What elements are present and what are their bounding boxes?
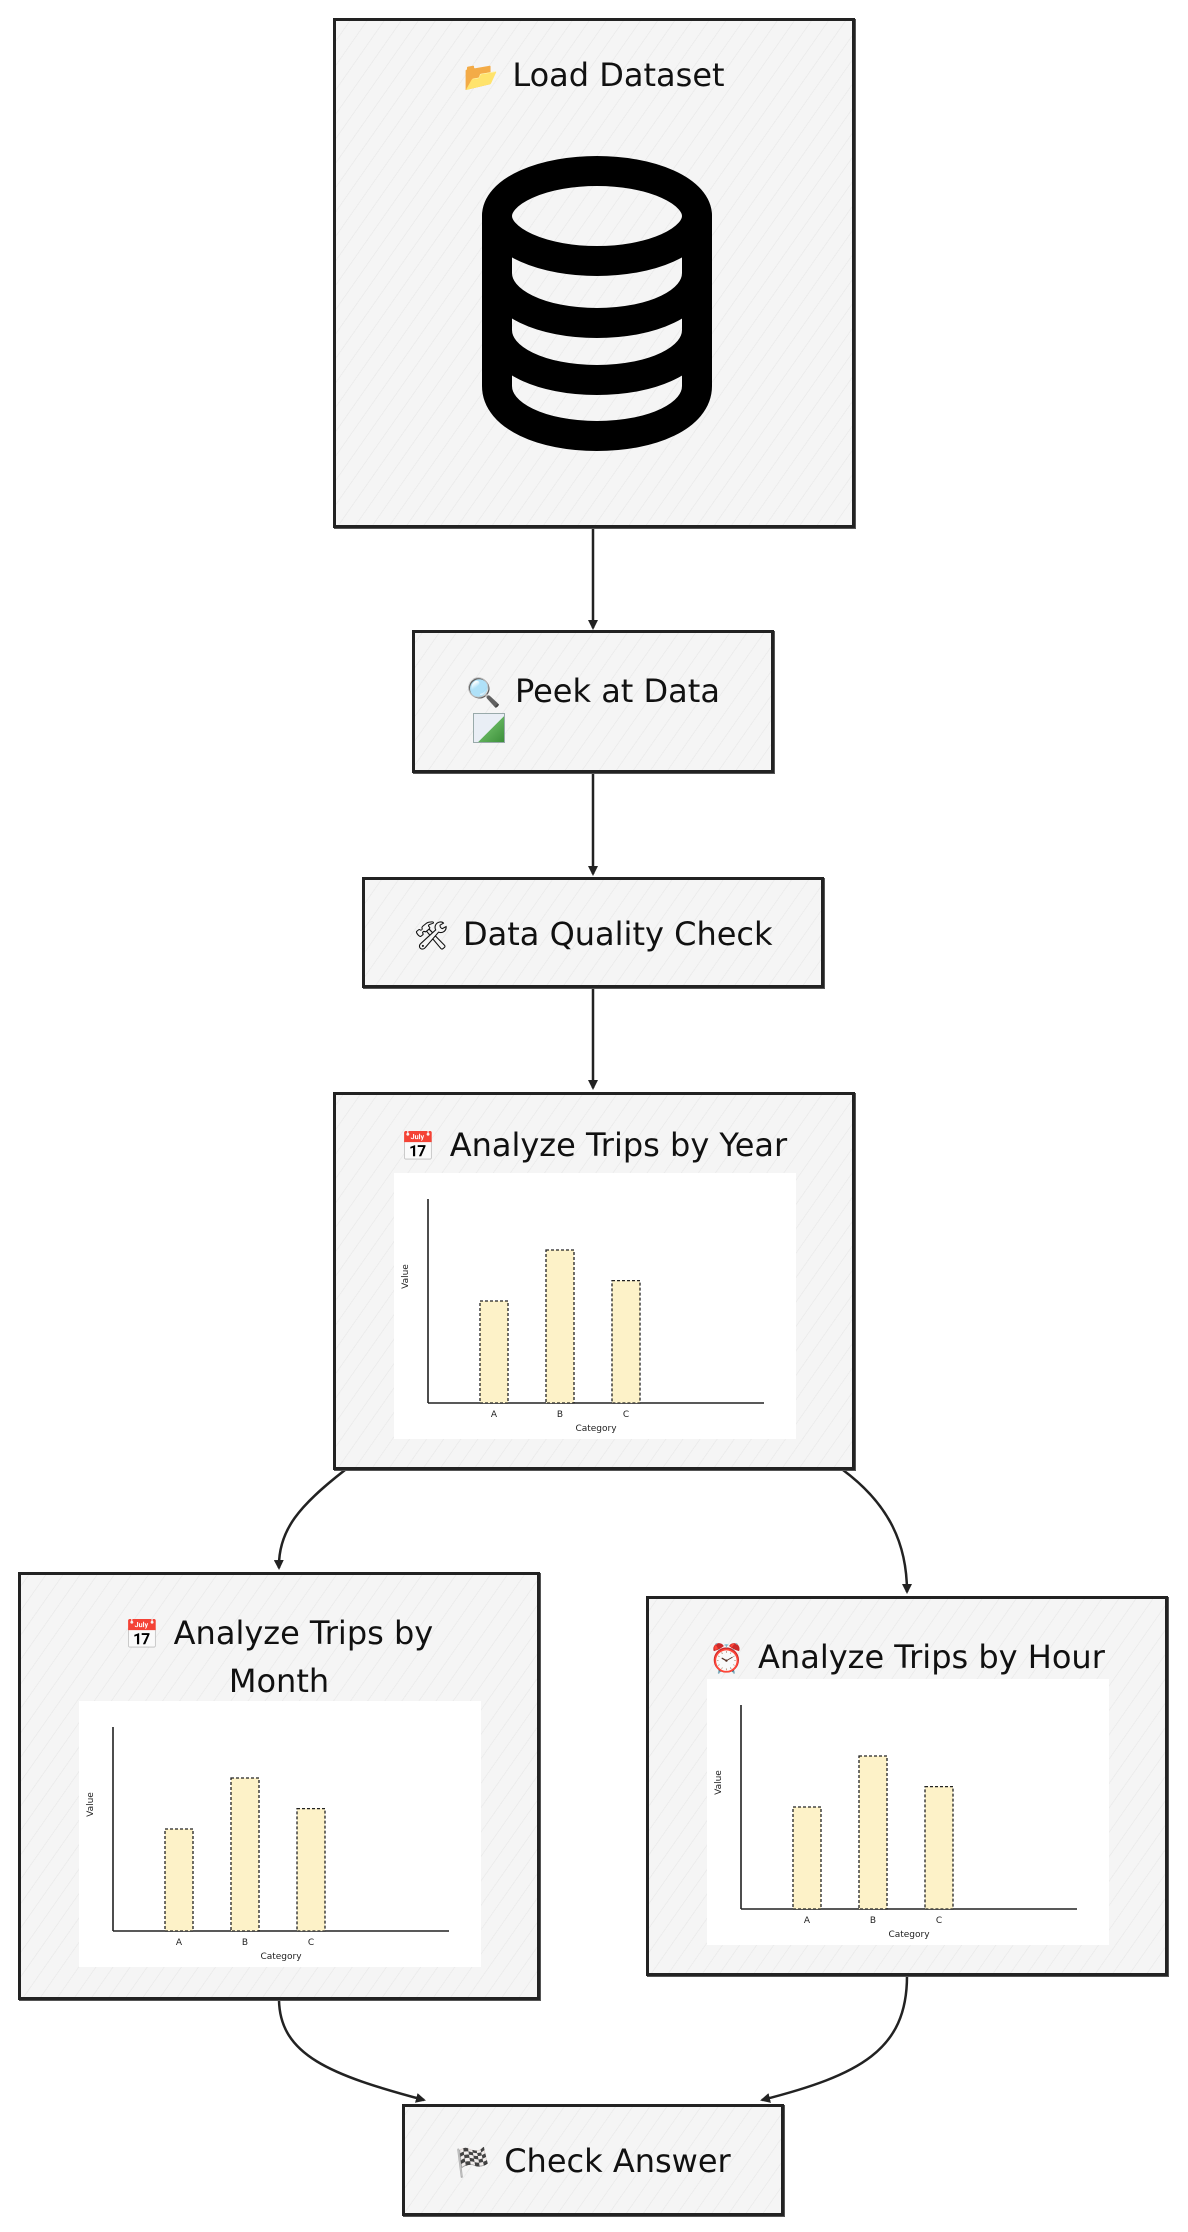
node-peek-at-data: 🔍 Peek at Data xyxy=(412,630,774,773)
node-check-title: Check Answer xyxy=(504,2142,731,2180)
node-data-quality-check: 🛠 Data Quality Check xyxy=(362,877,824,988)
bar-b xyxy=(545,1249,575,1404)
node-peek-title-row: 🔍 Peek at Data xyxy=(415,667,771,717)
database-icon xyxy=(482,156,712,451)
x-axis-label: Category xyxy=(575,1424,617,1434)
calendar-icon: 📅 xyxy=(124,1618,160,1651)
edge-year-to-hour xyxy=(842,1468,912,1594)
chequered-flag-icon: 🏁 xyxy=(455,2146,491,2179)
bar-chart-svg: A B C Category Value xyxy=(401,1199,764,1434)
x-tick-label: A xyxy=(491,1410,498,1420)
node-month-title-line1: Analyze Trips by xyxy=(173,1614,434,1652)
chart-year: A B C Category Value xyxy=(394,1173,796,1439)
node-month-title-row-2: Month xyxy=(21,1657,537,1705)
node-month-title-line2: Month xyxy=(228,1662,330,1700)
node-load-title-row: 📂 Load Dataset xyxy=(336,51,852,101)
bar-chart-svg: A B C Category Value xyxy=(714,1705,1077,1940)
x-tick-label: A xyxy=(804,1916,811,1926)
node-analyze-by-month: 📅 Analyze Trips by Month A B C Category Value xyxy=(18,1572,540,2000)
bar-a xyxy=(164,1828,194,1932)
node-quality-title: Data Quality Check xyxy=(463,915,773,953)
bar-c xyxy=(296,1807,326,1932)
node-check-answer: 🏁 Check Answer xyxy=(402,2104,784,2216)
x-tick-label: B xyxy=(242,1938,248,1948)
x-axis-label: Category xyxy=(260,1952,302,1962)
magnifying-glass-icon: 🔍 xyxy=(466,676,501,709)
node-load-dataset: 📂 Load Dataset xyxy=(333,18,855,528)
bar-b xyxy=(230,1777,260,1932)
x-tick-label: C xyxy=(308,1938,314,1948)
calendar-icon: 📅 xyxy=(400,1130,436,1163)
x-tick-label: B xyxy=(870,1916,876,1926)
open-folder-icon: 📂 xyxy=(463,60,499,93)
bar-b xyxy=(858,1755,888,1910)
node-hour-title: Analyze Trips by Hour xyxy=(758,1638,1105,1676)
node-analyze-by-year: 📅 Analyze Trips by Year A B C Category Value xyxy=(333,1092,855,1470)
node-quality-title-row: 🛠 Data Quality Check xyxy=(365,910,821,960)
bar-a xyxy=(792,1806,822,1910)
x-axis-label: Category xyxy=(888,1930,930,1940)
chart-hour: A B C Category Value xyxy=(707,1679,1109,1945)
x-tick-label: A xyxy=(176,1938,183,1948)
x-tick-label: B xyxy=(557,1410,563,1420)
bar-a xyxy=(479,1300,509,1404)
bar-c xyxy=(611,1279,641,1404)
y-axis-label: Value xyxy=(714,1770,724,1795)
edge-hour-to-check xyxy=(760,1975,909,2103)
x-tick-label: C xyxy=(936,1916,942,1926)
node-peek-title: Peek at Data xyxy=(514,672,720,710)
node-check-title-row: 🏁 Check Answer xyxy=(405,2137,781,2187)
node-load-title: Load Dataset xyxy=(512,56,725,94)
y-axis-label: Value xyxy=(86,1792,96,1817)
y-axis-label: Value xyxy=(401,1264,411,1289)
node-month-title-row-1: 📅 Analyze Trips by xyxy=(21,1609,537,1659)
node-analyze-by-hour: ⏰ Analyze Trips by Hour A B C Category Value xyxy=(646,1596,1168,1976)
bar-c xyxy=(924,1785,954,1910)
node-year-title: Analyze Trips by Year xyxy=(449,1126,788,1164)
broken-image-icon xyxy=(473,713,505,743)
edge-month-to-check xyxy=(277,1999,426,2103)
hammer-and-wrench-icon: 🛠 xyxy=(413,919,449,952)
node-hour-title-row: ⏰ Analyze Trips by Hour xyxy=(649,1633,1165,1683)
chart-month: A B C Category Value xyxy=(79,1701,481,1967)
alarm-clock-icon: ⏰ xyxy=(709,1642,745,1675)
bar-chart-svg: A B C Category Value xyxy=(86,1727,449,1962)
x-tick-label: C xyxy=(623,1410,629,1420)
node-year-title-row: 📅 Analyze Trips by Year xyxy=(336,1121,852,1171)
edge-year-to-month xyxy=(273,1469,346,1570)
